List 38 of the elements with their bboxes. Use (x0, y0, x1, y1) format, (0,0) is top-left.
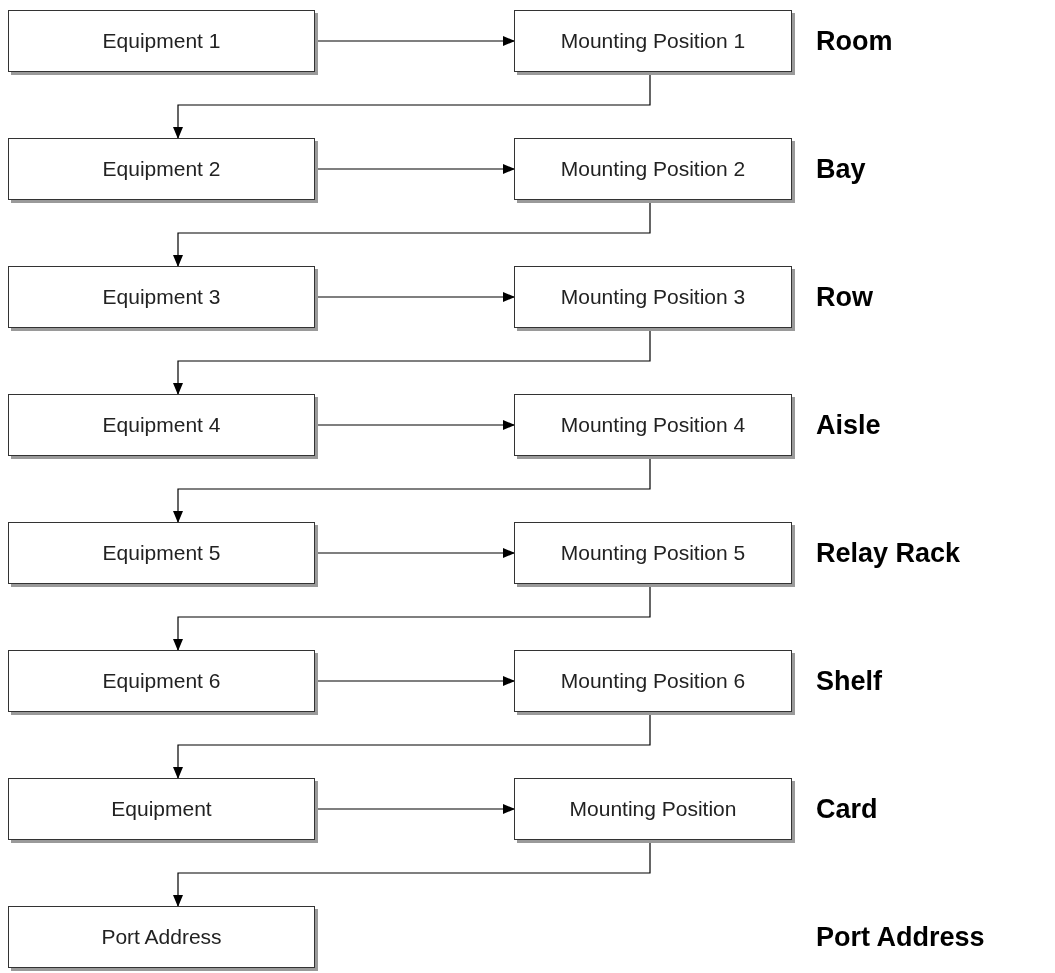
process-box (514, 394, 792, 456)
process-box (514, 778, 792, 840)
box-label: Mounting Position (569, 796, 737, 823)
level-label: Room (816, 24, 893, 58)
level-label: Port Address (816, 920, 985, 954)
box-label: Mounting Position 5 (560, 540, 746, 567)
process-box (514, 266, 792, 328)
process-box (8, 906, 315, 968)
process-box (8, 266, 315, 328)
box-label: Mounting Position 6 (560, 668, 746, 695)
level-label: Row (816, 280, 873, 314)
box-label: Mounting Position 3 (560, 284, 746, 311)
box-label: Equipment 2 (102, 156, 221, 183)
process-box (8, 778, 315, 840)
box-label: Mounting Position 2 (560, 156, 746, 183)
level-label: Bay (816, 152, 866, 186)
process-box (514, 10, 792, 72)
process-box (514, 522, 792, 584)
box-label: Equipment 5 (102, 540, 221, 567)
box-label: Equipment 3 (102, 284, 221, 311)
box-label: Mounting Position 1 (560, 28, 746, 55)
level-label: Relay Rack (816, 536, 961, 570)
box-label: Port Address (101, 924, 222, 951)
level-label: Shelf (816, 664, 882, 698)
box-label: Equipment 4 (102, 412, 221, 439)
level-label: Aisle (816, 408, 881, 442)
process-box (8, 650, 315, 712)
process-box (8, 522, 315, 584)
box-label: Mounting Position 4 (560, 412, 746, 439)
process-box (514, 138, 792, 200)
level-label: Card (816, 792, 878, 826)
process-box (514, 650, 792, 712)
box-label: Equipment (111, 796, 212, 823)
process-box (8, 10, 315, 72)
box-label: Equipment 1 (102, 28, 221, 55)
box-label: Equipment 6 (102, 668, 221, 695)
process-box (8, 138, 315, 200)
process-box (8, 394, 315, 456)
